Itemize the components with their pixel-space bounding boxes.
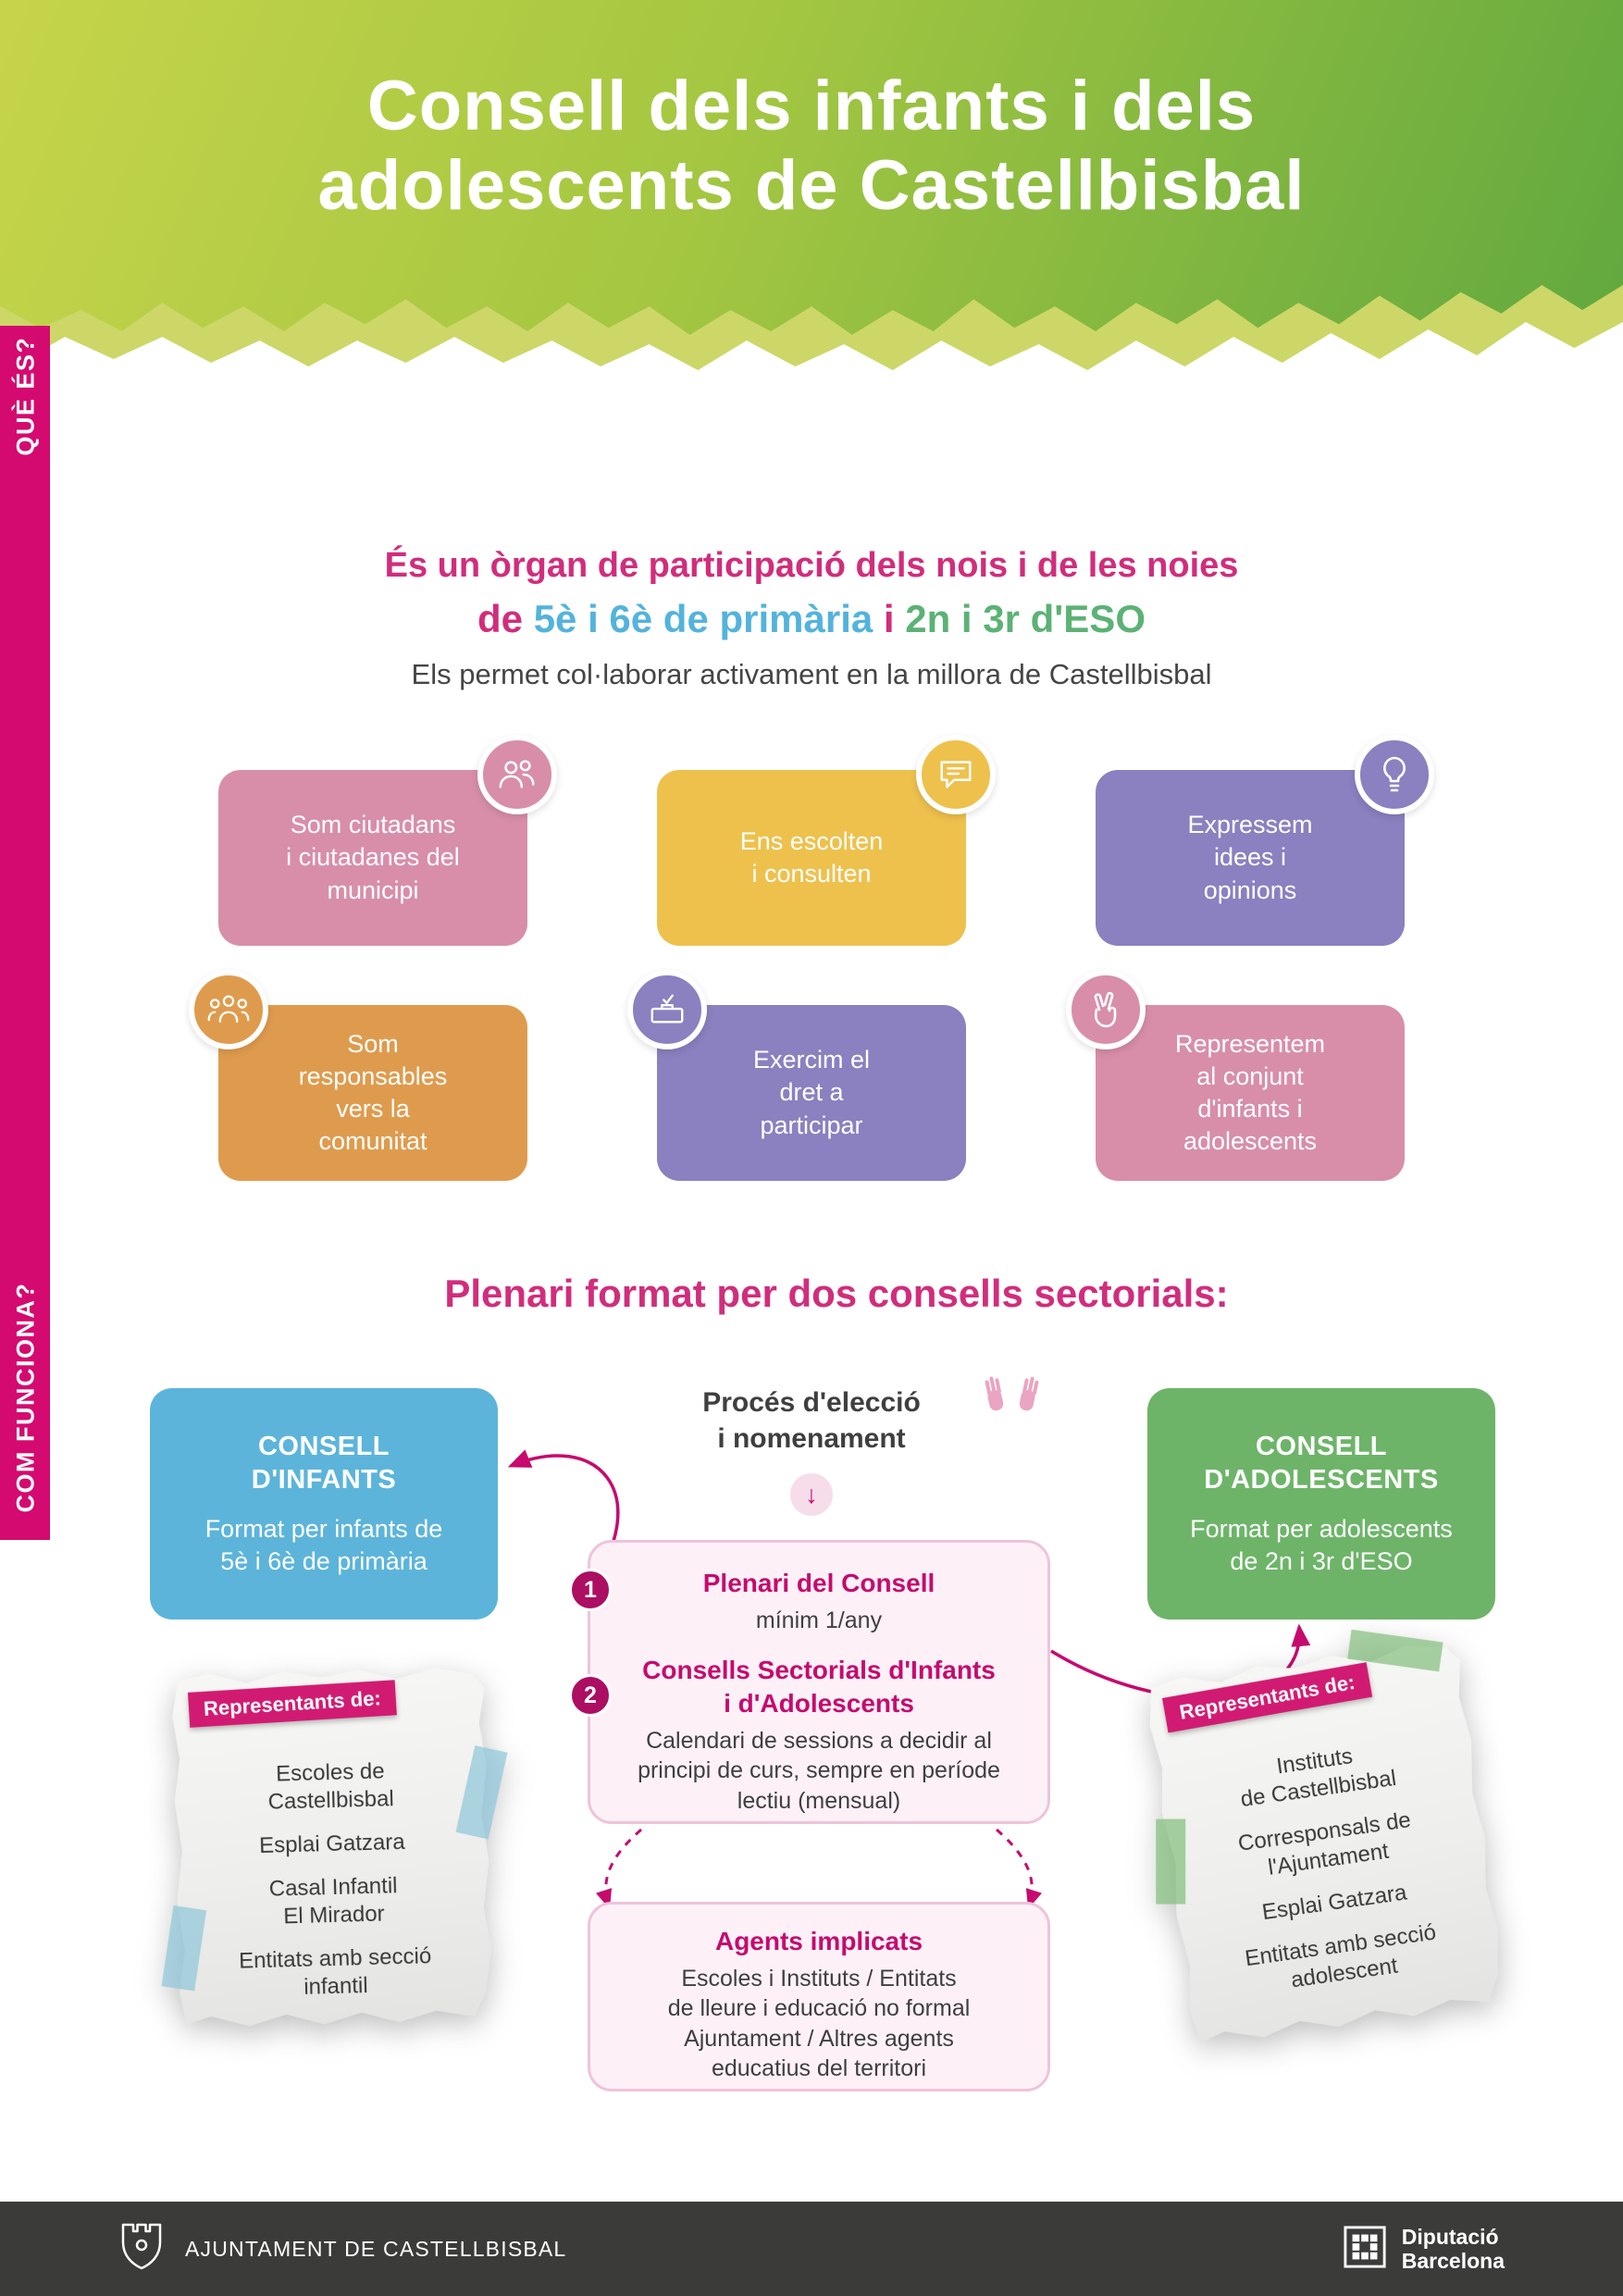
note-right-badge: Representants de: <box>1162 1662 1372 1732</box>
proces-line2: i nomenament <box>717 1423 906 1454</box>
list-item: Escoles de Castellbisbal <box>267 1758 395 1815</box>
raised-hands-icon <box>982 1375 1041 1428</box>
community-icon <box>189 970 268 1049</box>
card-citizens-text: Som ciutadans i ciutadanes del municipi <box>286 811 460 904</box>
intro-line2-primaria: 5è i 6è de primària <box>533 597 873 640</box>
footer-bar: AJUNTAMENT DE CASTELLBISBAL Diputació Ba… <box>0 2202 1623 2296</box>
card-represent: Representem al conjunt d'infants i adole… <box>1066 970 1405 1181</box>
consell-adolescents-body: Format per adolescents de 2n i 3r d'ESO <box>1190 1515 1453 1576</box>
section-strip <box>0 326 50 1540</box>
page-title-line2: adolescents de Castellbisbal <box>317 145 1306 225</box>
card-responsible-text: Som responsables vers la comunitat <box>298 1029 448 1156</box>
note-representants-adolescents: Representants de: Instituts de Castellbi… <box>1144 1629 1508 2047</box>
list-item: Entitats amb secció infantil <box>238 1943 432 2000</box>
card-participate-text: Exercim el dret a participar <box>752 1046 871 1139</box>
page-title: Consell dels infants i dels adolescents … <box>0 67 1623 226</box>
step-1-title: Plenari del Consell <box>702 1569 935 1597</box>
proces-line1: Procés d'elecció <box>702 1387 921 1418</box>
agents-title: Agents implicats <box>714 1927 923 1955</box>
agents-box: Agents implicats Escoles i Instituts / E… <box>588 1902 1050 2091</box>
step-2: Consells Sectorials d'Infants i d'Adoles… <box>622 1654 1016 1816</box>
intro-line1: És un òrgan de participació dels nois i … <box>384 546 1239 585</box>
header-banner <box>0 0 1623 335</box>
plenari-steps-box: 1 2 Plenari del Consell mínim 1/any Cons… <box>569 1540 1050 1824</box>
cards-grid: Som ciutadans i ciutadanes del municipi … <box>189 735 1434 1181</box>
consell-adolescents-title: CONSELL D'ADOLESCENTS <box>1204 1431 1439 1495</box>
page-title-line1: Consell dels infants i dels <box>366 67 1257 145</box>
consell-infants-title: CONSELL D'INFANTS <box>251 1431 397 1495</box>
consell-adolescents-panel: CONSELL D'ADOLESCENTS Format per adolesc… <box>1147 1388 1495 1620</box>
how-heading: Plenari format per dos consells sectoria… <box>444 1272 1229 1315</box>
step-1: Plenari del Consell mínim 1/any <box>622 1567 1016 1635</box>
step-2-title: Consells Sectorials d'Infants i d'Adoles… <box>642 1656 996 1719</box>
down-arrow-icon: ↓ <box>790 1473 833 1516</box>
how-it-works-section: Plenari format per dos consells sectoria… <box>0 1259 1623 2203</box>
card-ideas: Expressem idees i opinions <box>1096 735 1434 946</box>
diputacio-label-line2: Barcelona <box>1401 2249 1505 2273</box>
proces-label: Procés d'elecció i nomenament <box>552 1376 1071 1457</box>
ajuntament-brand: AJUNTAMENT DE CASTELLBISBAL <box>118 2220 566 2278</box>
diputacio-brand: Diputació Barcelona <box>1343 2225 1505 2274</box>
step-2-number: 2 <box>569 1674 612 1717</box>
card-citizens: Som ciutadans i ciutadanes del municipi <box>218 735 557 946</box>
card-listened-text: Ens escolten i consulten <box>739 826 884 887</box>
intro-line3: Els permet col·laborar activament en la … <box>411 658 1212 690</box>
card-represent-text: Representem al conjunt d'infants i adole… <box>1174 1029 1326 1156</box>
torn-paper: Representants de: Escoles de Castellbisb… <box>171 1667 493 2029</box>
card-participate: Exercim el dret a participar <box>627 970 966 1181</box>
card-responsible: Som responsables vers la comunitat <box>189 970 527 1181</box>
tape-strip <box>1156 1818 1186 1905</box>
intro-block: És un òrgan de participació dels nois i … <box>0 546 1623 691</box>
note-right-items: Instituts de Castellbisbal Corresponsals… <box>1156 1726 1503 2009</box>
intro-line2-de: de <box>477 597 524 640</box>
citizens-icon <box>477 735 557 814</box>
intro-line2: de 5è i 6è de primària i 2n i 3r d'ESO <box>0 597 1623 641</box>
intro-line2-i: i <box>883 597 895 640</box>
step-1-body: mínim 1/any <box>755 1607 883 1633</box>
diputacio-label: Diputació Barcelona <box>1402 2225 1505 2274</box>
section-label-que-es: QUÈ ÉS? <box>11 336 40 456</box>
step-2-body: Calendari de sessions a decidir al princ… <box>638 1727 1000 1814</box>
list-item: Casal Infantil El Mirador <box>268 1873 398 1930</box>
victory-hand-icon <box>1066 970 1146 1049</box>
ajuntament-logo <box>118 2220 165 2278</box>
intro-line2-eso: 2n i 3r d'ESO <box>905 597 1146 640</box>
agents-body: Escoles i Instituts / Entitats de lleure… <box>667 1965 971 2082</box>
card-listened: Ens escolten i consulten <box>657 735 996 946</box>
consell-infants-body: Format per infants de 5è i 6è de primàri… <box>204 1515 443 1576</box>
vote-icon <box>627 970 707 1049</box>
consell-infants-panel: CONSELL D'INFANTS Format per infants de … <box>150 1388 498 1620</box>
diputacio-logo <box>1343 2225 1387 2274</box>
diputacio-label-line1: Diputació <box>1401 2224 1499 2249</box>
torn-paper: Representants de: Instituts de Castellbi… <box>1144 1638 1508 2047</box>
note-left-items: Escoles de Castellbisbal Esplai Gatzara … <box>174 1756 493 2005</box>
card-ideas-text: Expressem idees i opinions <box>1187 811 1313 904</box>
note-left-badge: Representants de: <box>188 1680 397 1728</box>
note-representants-infants: Representants de: Escoles de Castellbisb… <box>161 1667 508 2029</box>
list-item: Esplai Gatzara <box>258 1829 405 1859</box>
speech-bubble-icon <box>916 735 996 814</box>
ajuntament-label: AJUNTAMENT DE CASTELLBISBAL <box>185 2236 567 2261</box>
step-1-number: 1 <box>569 1569 612 1611</box>
idea-icon <box>1355 735 1434 814</box>
